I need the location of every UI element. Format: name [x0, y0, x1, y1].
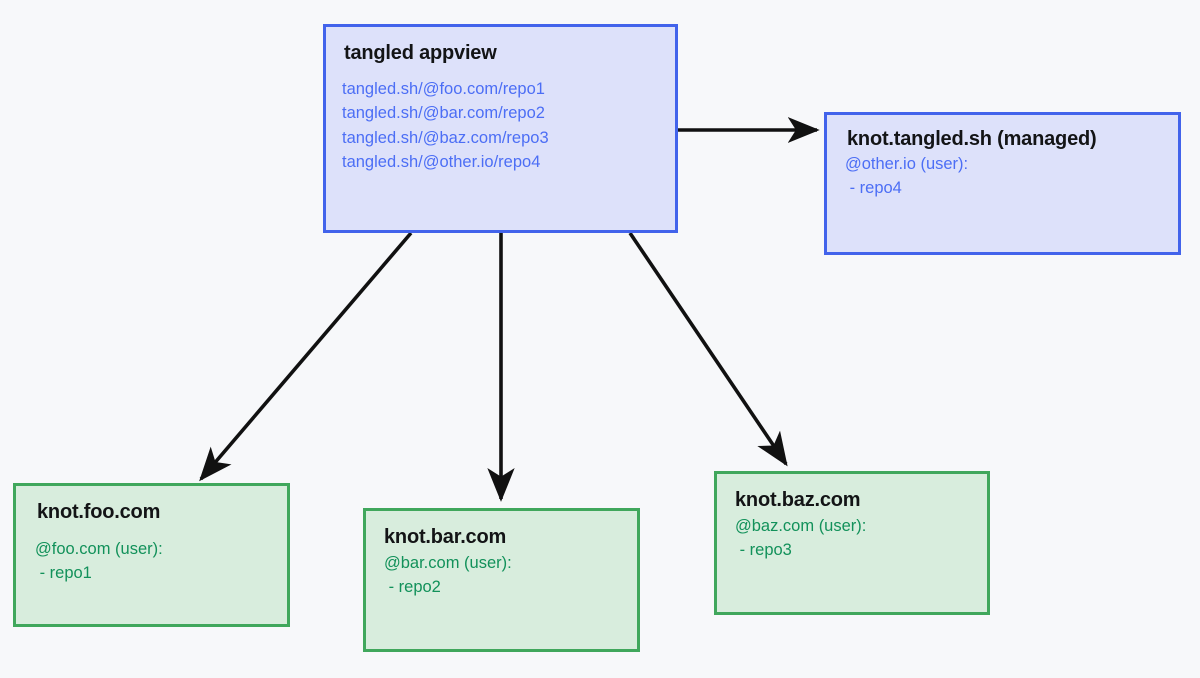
edge-appview-to-knot-baz [628, 231, 788, 467]
edge-appview-to-knot-foo [199, 231, 413, 482]
node-repo-list: tangled.sh/@foo.com/repo1 tangled.sh/@ba… [342, 80, 549, 172]
node-repo-list: @foo.com (user): - repo1 [35, 540, 163, 582]
node-repo-list: @baz.com (user): - repo3 [735, 517, 867, 559]
node-knot-tangled-sh-managed[interactable]: knot.tangled.sh (managed) @other.io (use… [824, 112, 1181, 255]
node-title: knot.bar.com [384, 526, 507, 548]
node-title: knot.tangled.sh (managed) [847, 128, 1097, 150]
node-repo-list: @bar.com (user): - repo2 [384, 554, 512, 596]
node-title: knot.foo.com [37, 501, 161, 523]
node-knot-bar-com[interactable]: knot.bar.com @bar.com (user): - repo2 [363, 508, 640, 652]
node-knot-baz-com[interactable]: knot.baz.com @baz.com (user): - repo3 [714, 471, 990, 615]
node-title: tangled appview [344, 42, 497, 64]
node-tangled-appview[interactable]: tangled appview tangled.sh/@foo.com/repo… [323, 24, 678, 233]
node-title: knot.baz.com [735, 489, 861, 511]
node-knot-foo-com[interactable]: knot.foo.com @foo.com (user): - repo1 [13, 483, 290, 627]
node-repo-list: @other.io (user): - repo4 [845, 155, 969, 197]
